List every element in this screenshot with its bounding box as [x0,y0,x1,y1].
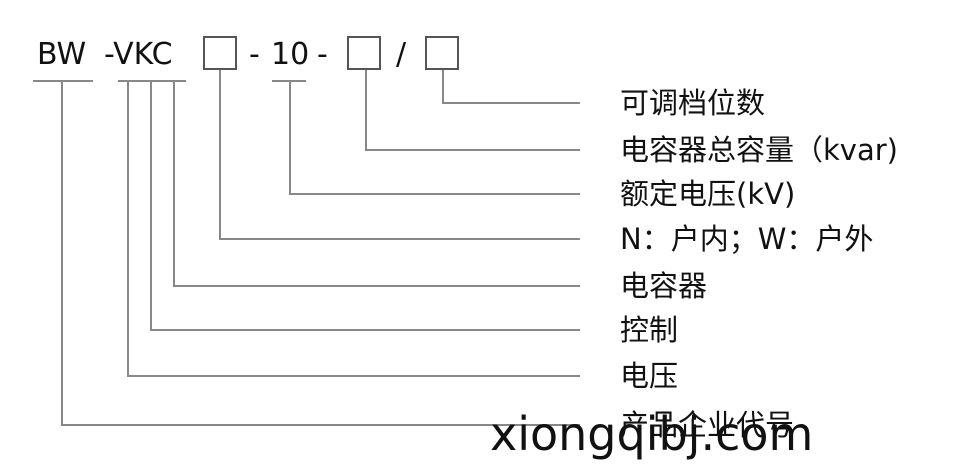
code-voltage: 10 [271,37,310,72]
leader-capacitor [173,81,580,287]
label-control: 控制 [620,313,679,347]
leader-rated-voltage [289,81,580,195]
code-prefix: BW [37,37,87,72]
label-gear-count: 可调档位数 [620,86,766,120]
leader-voltage [127,81,580,377]
code-box-capacity [347,36,381,70]
code-box-install-type [203,36,237,70]
leader-control [150,81,580,331]
watermark-text: xiongqibj.com [490,407,814,461]
code-box-gear-count [425,36,459,70]
code-dash-1: - [249,37,260,72]
leader-total-capacity [365,70,580,151]
label-rated-voltage: 额定电压(kV) [620,177,796,211]
leader-gear-count [442,70,580,104]
label-indoor-outdoor: N：户内；W：户外 [620,222,874,256]
label-total-capacity: 电容器总容量（kvar) [620,133,898,167]
leader-company-code [61,81,580,426]
code-slash: / [396,37,407,72]
code-model: -VKC [104,37,173,72]
leader-indoor-outdoor [219,70,580,240]
label-capacitor: 电容器 [620,269,708,303]
label-voltage: 电压 [620,359,679,393]
code-dash-2: - [317,37,328,72]
label-company-code: 产品企业代号 [620,408,795,442]
